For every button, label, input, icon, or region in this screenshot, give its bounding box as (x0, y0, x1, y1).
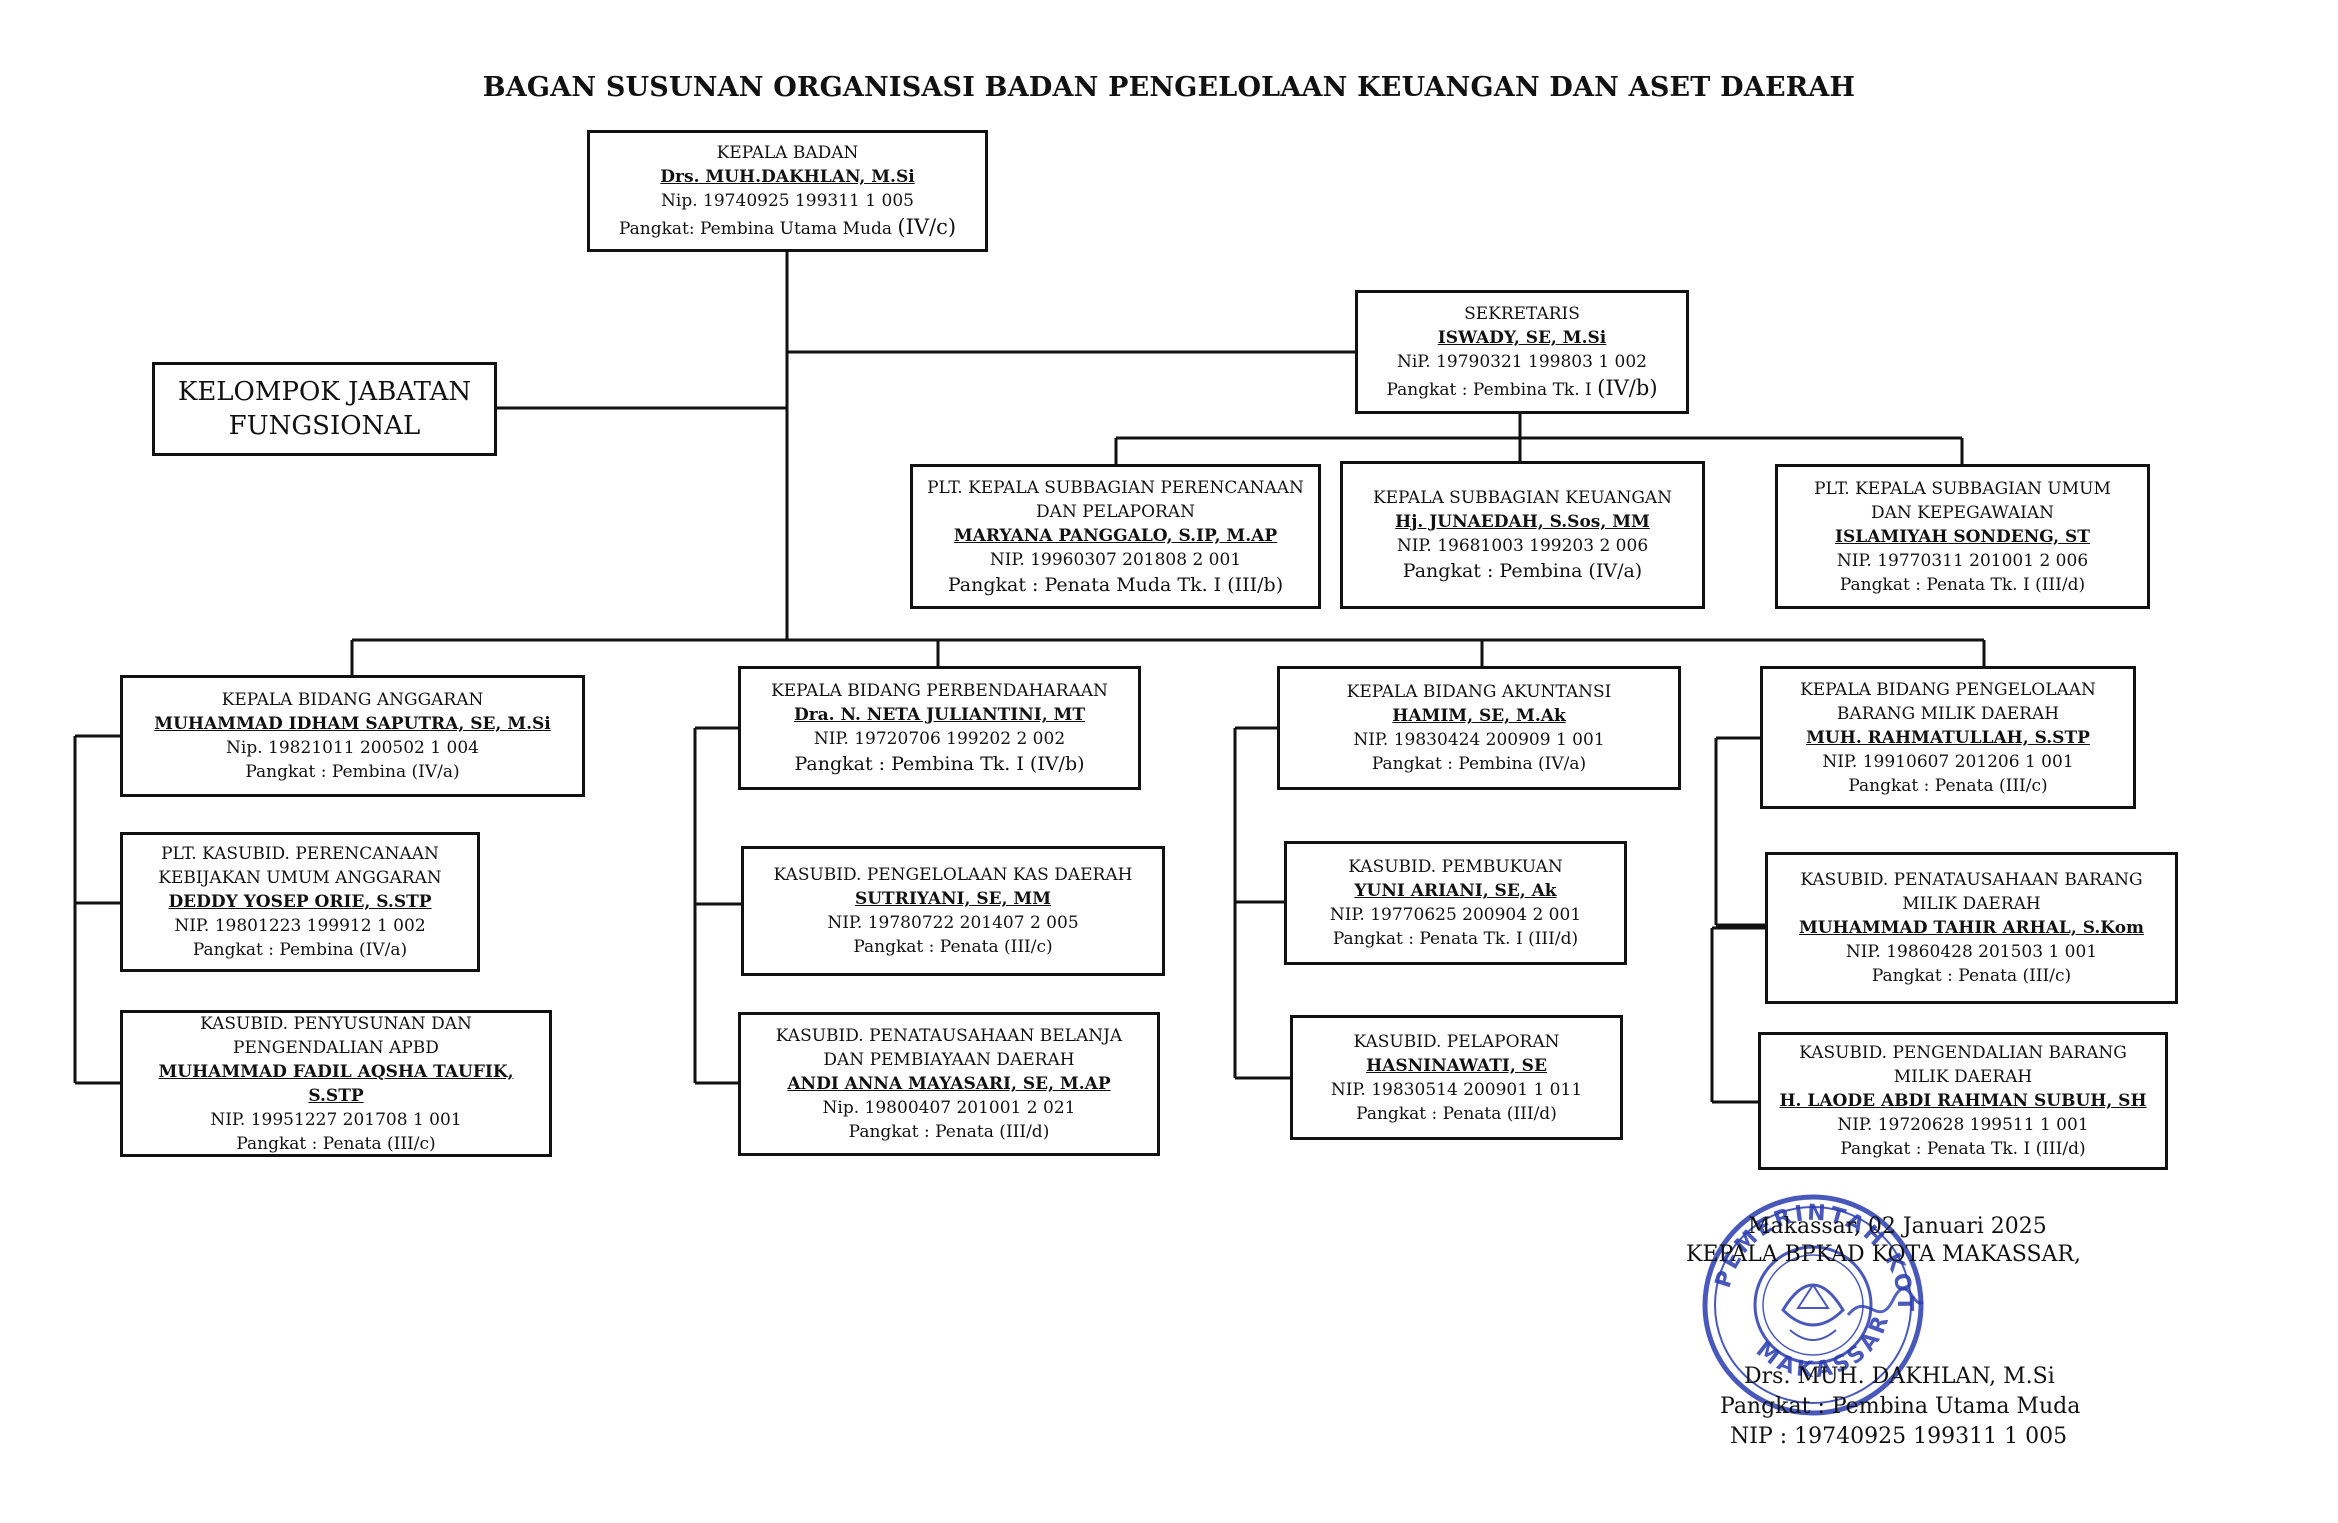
person-name: MUH. RAHMATULLAH, S.STP (1806, 727, 2090, 748)
subbagian-perencanaan-box: PLT. KEPALA SUBBAGIAN PERENCANAAN DAN PE… (910, 464, 1321, 609)
kasubid-pelaporan-box: KASUBID. PELAPORAN HASNINAWATI, SE NIP. … (1290, 1015, 1623, 1140)
nip-text: NIP. 19951227 201708 1 001 (210, 1109, 462, 1130)
role-label: KEPALA BIDANG ANGGARAN (221, 690, 484, 710)
role-label: KASUBID. PELAPORAN (1353, 1031, 1560, 1052)
signature-name: Drs. MUH. DAKHLAN, M.Si (1744, 1364, 2055, 1389)
nip-text: NIP. 19681003 199203 2 006 (1396, 536, 1649, 556)
role-label: KEPALA BIDANG PENGELOLAAN BARANG MILIK D… (1800, 679, 2096, 724)
pangkat-text: Pangkat : Pembina Tk. I (1386, 380, 1592, 400)
person-name: Drs. MUH.DAKHLAN, M.Si (660, 167, 915, 187)
person-name: SUTRIYANI, SE, MM (854, 889, 1052, 909)
bidang-anggaran-box: KEPALA BIDANG ANGGARAN MUHAMMAD IDHAM SA… (120, 675, 585, 797)
role-label: KEPALA BIDANG PERBENDAHARAAN (771, 681, 1108, 701)
person-name: Dra. N. NETA JULIANTINI, MT (793, 705, 1086, 725)
nip-text: Nip. 19740925 199311 1 005 (661, 191, 914, 211)
person-name: YUNI ARIANI, SE, Ak (1354, 881, 1557, 901)
kasubid-kas-daerah-box: KASUBID. PENGELOLAAN KAS DAERAH SUTRIYAN… (741, 846, 1165, 976)
person-name: HASNINAWATI, SE (1366, 1055, 1547, 1076)
role-label: KASUBID. PENATAUSAHAAN BARANG MILIK DAER… (1800, 870, 2143, 914)
pangkat-text: Pangkat : Penata Muda Tk. I (III/b) (947, 573, 1284, 596)
nip-text: NIP. 19860428 201503 1 001 (1845, 942, 2098, 962)
role-label: KASUBID. PEMBUKUAN (1348, 857, 1563, 877)
person-name: HAMIM, SE, M.Ak (1392, 706, 1566, 726)
nip-text: Nip. 19800407 201001 2 021 (822, 1098, 1076, 1118)
nip-text: NIP. 19770311 201001 2 006 (1836, 550, 2089, 571)
pangkat-text: Pangkat : Penata (III/d) (1356, 1103, 1557, 1124)
pangkat-text: Pangkat : Penata (III/c) (853, 937, 1053, 957)
bidang-barang-milik-daerah-box: KEPALA BIDANG PENGELOLAAN BARANG MILIK D… (1760, 666, 2136, 809)
signature-pangkat: Pangkat : Pembina Utama Muda (1720, 1394, 2081, 1419)
signature-place-date: Makassar, 02 Januari 2025 (1748, 1214, 2047, 1239)
nip-text: Nip. 19821011 200502 1 004 (226, 738, 479, 758)
nip-text: NIP. 19780722 201407 2 005 (827, 913, 1079, 933)
kasubid-perencanaan-anggaran-box: PLT. KASUBID. PERENCANAAN KEBIJAKAN UMUM… (120, 832, 480, 972)
pangkat-text: Pangkat: Pembina Utama Muda (618, 219, 892, 239)
nip-text: NIP. 19801223 199912 1 002 (174, 916, 426, 936)
pangkat-text: Pangkat : Penata (III/d) (848, 1122, 1050, 1142)
role-label: KEPALA SUBBAGIAN KEUANGAN (1372, 488, 1673, 508)
role-label: KASUBID. PENGELOLAAN KAS DAERAH (773, 865, 1133, 885)
pangkat-text: Pangkat : Pembina (IV/a) (192, 940, 408, 960)
person-name: Hj. JUNAEDAH, S.Sos, MM (1395, 512, 1650, 532)
kasubid-pembukuan-box: KASUBID. PEMBUKUAN YUNI ARIANI, SE, Ak N… (1284, 841, 1627, 965)
bidang-akuntansi-box: KEPALA BIDANG AKUNTANSI HAMIM, SE, M.Ak … (1277, 666, 1681, 790)
kasubid-penatausahaan-barang-box: KASUBID. PENATAUSAHAAN BARANG MILIK DAER… (1765, 852, 2178, 1004)
bidang-perbendaharaan-box: KEPALA BIDANG PERBENDAHARAAN Dra. N. NET… (738, 666, 1141, 790)
official-stamp: PEMERINTAH KOTA MAKASSAR (1698, 1190, 1924, 1416)
kelompok-jabatan-fungsional-box: KELOMPOK JABATAN FUNGSIONAL (152, 362, 497, 456)
kepala-badan-box: KEPALA BADAN Drs. MUH.DAKHLAN, M.Si Nip.… (587, 130, 988, 252)
subbagian-keuangan-box: KEPALA SUBBAGIAN KEUANGAN Hj. JUNAEDAH, … (1340, 461, 1705, 609)
nip-text: NIP. 19960307 201808 2 001 (989, 549, 1242, 570)
pangkat-text: Pangkat : Penata Tk. I (III/d) (1840, 1139, 2086, 1159)
person-name: H. LAODE ABDI RAHMAN SUBUH, SH (1779, 1091, 2147, 1111)
person-name: ANDI ANNA MAYASARI, SE, M.AP (787, 1074, 1111, 1094)
nip-text: NIP. 19720628 199511 1 001 (1837, 1115, 2089, 1135)
person-name: MUHAMMAD FADIL AQSHA TAUFIK, S.STP (158, 1061, 514, 1106)
pangkat-text: Pangkat : Pembina Tk. I (IV/b) (794, 753, 1085, 775)
pangkat-text: Pangkat : Pembina (IV/a) (1371, 754, 1587, 774)
pangkat-text: Pangkat : Pembina (IV/a) (245, 762, 460, 782)
nip-text: NIP. 19720706 199202 2 002 (813, 729, 1066, 749)
subbagian-umum-box: PLT. KEPALA SUBBAGIAN UMUM DAN KEPEGAWAI… (1775, 464, 2150, 609)
signature-nip: NIP : 19740925 199311 1 005 (1730, 1424, 2068, 1449)
nip-text: NIP. 19830514 200901 1 011 (1330, 1079, 1583, 1100)
role-label: KASUBID. PENGENDALIAN BARANG MILIK DAERA… (1799, 1043, 2127, 1087)
role-label: PLT. KASUBID. PERENCANAAN KEBIJAKAN UMUM… (158, 844, 442, 888)
role-label: KEPALA BIDANG AKUNTANSI (1346, 682, 1612, 702)
pangkat-text: Pangkat : Penata (III/c) (236, 1133, 436, 1154)
nip-text: NiP. 19790321 199803 1 002 (1396, 352, 1647, 372)
nip-text: NIP. 19770625 200904 2 001 (1329, 905, 1582, 925)
role-label: KASUBID. PENATAUSAHAAN BELANJA DAN PEMBI… (775, 1026, 1123, 1070)
fungsional-label: KELOMPOK JABATAN FUNGSIONAL (177, 377, 472, 441)
chart-title: BAGAN SUSUNAN ORGANISASI BADAN PENGELOLA… (482, 72, 1856, 103)
role-label: KASUBID. PENYUSUNAN DAN PENGENDALIAN APB… (200, 1013, 472, 1058)
pangkat-text: Pangkat : Pembina (IV/a) (1402, 560, 1643, 582)
person-name: ISLAMIYAH SONDENG, ST (1835, 526, 2090, 547)
role-label: PLT. KEPALA SUBBAGIAN UMUM DAN KEPEGAWAI… (1814, 478, 2111, 523)
nip-text: NIP. 19910607 201206 1 001 (1822, 751, 2074, 772)
person-name: MARYANA PANGGALO, S.IP, M.AP (953, 525, 1278, 546)
golongan-text: (IV/b) (1597, 376, 1658, 400)
role-label: SEKRETARIS (1464, 304, 1580, 324)
kasubid-penyusunan-apbd-box: KASUBID. PENYUSUNAN DAN PENGENDALIAN APB… (120, 1010, 552, 1157)
sekretaris-box: SEKRETARIS ISWADY, SE, M.Si NiP. 1979032… (1355, 290, 1689, 414)
pangkat-text: Pangkat : Penata (III/c) (1848, 775, 2048, 796)
person-name: DEDDY YOSEP ORIE, S.STP (168, 892, 432, 912)
person-name: MUHAMMAD IDHAM SAPUTRA, SE, M.Si (154, 714, 551, 734)
pangkat-text: Pangkat : Penata Tk. I (III/d) (1839, 574, 2086, 595)
person-name: ISWADY, SE, M.Si (1437, 328, 1607, 348)
golongan-text: (IV/c) (897, 215, 957, 239)
pangkat-text: Pangkat : Penata Tk. I (III/d) (1332, 929, 1579, 949)
person-name: MUHAMMAD TAHIR ARHAL, S.Kom (1798, 918, 2145, 938)
kasubid-pengendalian-barang-box: KASUBID. PENGENDALIAN BARANG MILIK DAERA… (1758, 1032, 2168, 1170)
pangkat-text: Pangkat : Penata (III/c) (1871, 966, 2072, 986)
signature-office: KEPALA BPKAD KOTA MAKASSAR, (1686, 1242, 2081, 1267)
role-label: KEPALA BADAN (716, 143, 859, 163)
nip-text: NIP. 19830424 200909 1 001 (1353, 730, 1605, 750)
kasubid-penatausahaan-belanja-box: KASUBID. PENATAUSAHAAN BELANJA DAN PEMBI… (738, 1012, 1160, 1156)
role-label: PLT. KEPALA SUBBAGIAN PERENCANAAN DAN PE… (927, 477, 1304, 522)
